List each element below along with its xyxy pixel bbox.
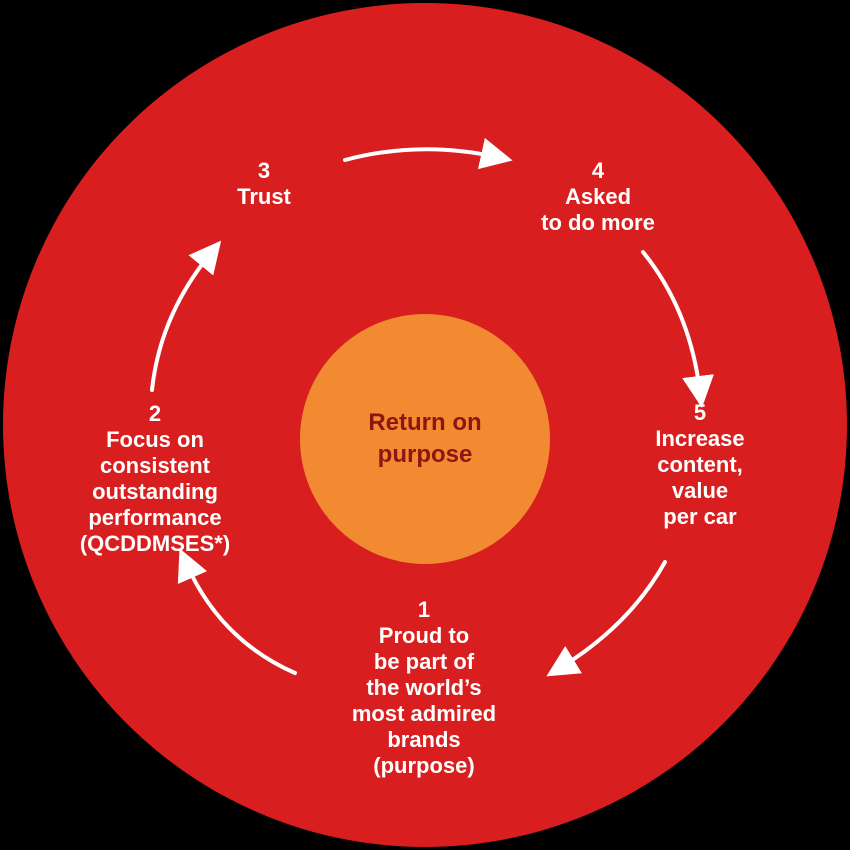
step-line: value bbox=[671, 478, 729, 503]
step-number: 2 bbox=[148, 401, 162, 426]
step-line: consistent bbox=[99, 453, 211, 478]
arrow-focus-to-trust bbox=[150, 240, 222, 392]
center-line: purpose bbox=[377, 441, 473, 468]
step-1: 1 Proud to be part of the world’s most a… bbox=[334, 597, 514, 779]
step-line: (purpose) bbox=[373, 753, 475, 778]
arrow-trust-to-asked bbox=[343, 137, 513, 170]
step-5: 5 Increase content, value per car bbox=[625, 400, 775, 530]
step-number: 3 bbox=[257, 158, 271, 183]
step-line: the world’s bbox=[366, 675, 482, 700]
center-line: Return on bbox=[368, 409, 482, 436]
arrow-proud-to-focus bbox=[177, 548, 297, 675]
step-number: 1 bbox=[417, 597, 431, 622]
step-line: Focus on bbox=[106, 427, 204, 452]
step-line: Trust bbox=[237, 184, 291, 209]
step-line: performance bbox=[88, 505, 222, 530]
step-line: brands bbox=[387, 727, 461, 752]
step-number: 5 bbox=[693, 400, 707, 425]
step-line: Proud to bbox=[378, 623, 470, 648]
step-line: outstanding bbox=[92, 479, 218, 504]
center-label: Return on purpose bbox=[300, 314, 550, 564]
step-3: 3 Trust bbox=[214, 158, 314, 210]
arrow-increase-to-proud bbox=[546, 560, 667, 677]
step-number: 4 bbox=[591, 158, 605, 183]
step-line: be part of bbox=[373, 649, 475, 674]
arrow-asked-to-increase bbox=[641, 250, 714, 408]
step-line: most admired bbox=[351, 701, 497, 726]
step-line: (QCDDMSES*) bbox=[79, 531, 231, 556]
step-line: Asked bbox=[564, 184, 632, 209]
step-line: content, bbox=[657, 452, 743, 477]
step-line: Increase bbox=[655, 426, 745, 451]
step-line: per car bbox=[663, 504, 737, 529]
step-4: 4 Asked to do more bbox=[513, 158, 683, 236]
step-line: to do more bbox=[541, 210, 655, 235]
inner-circle bbox=[300, 314, 550, 564]
step-2: 2 Focus on consistent outstanding perfor… bbox=[70, 401, 240, 557]
